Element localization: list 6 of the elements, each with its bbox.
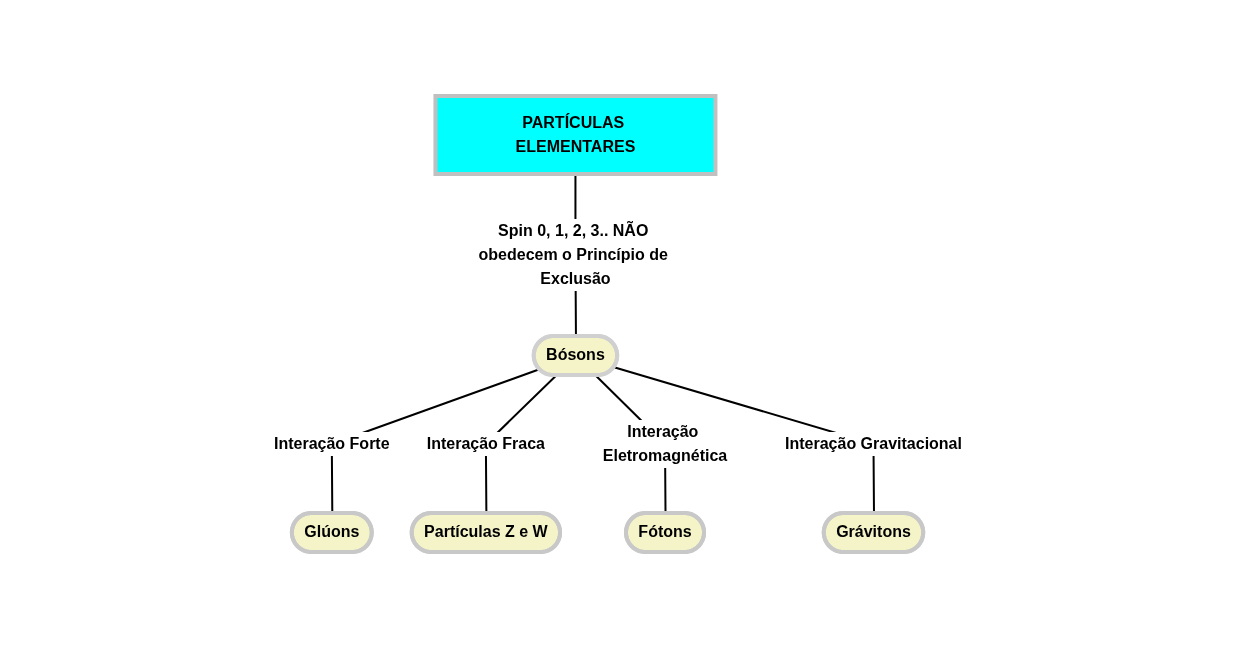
edge-label: Interação Forte xyxy=(273,434,390,452)
edge-label: Interação Fraca xyxy=(426,434,545,452)
edge-label: Interação Eletromagnética xyxy=(602,422,727,464)
node-box: PARTÍCULAS ELEMENTARES xyxy=(432,94,717,176)
edge-label: Interação Gravitacional xyxy=(784,434,962,452)
edge-label: Spin 0, 1, 2, 3.. NÃO obedecem o Princípio de Exclusão xyxy=(478,222,668,287)
